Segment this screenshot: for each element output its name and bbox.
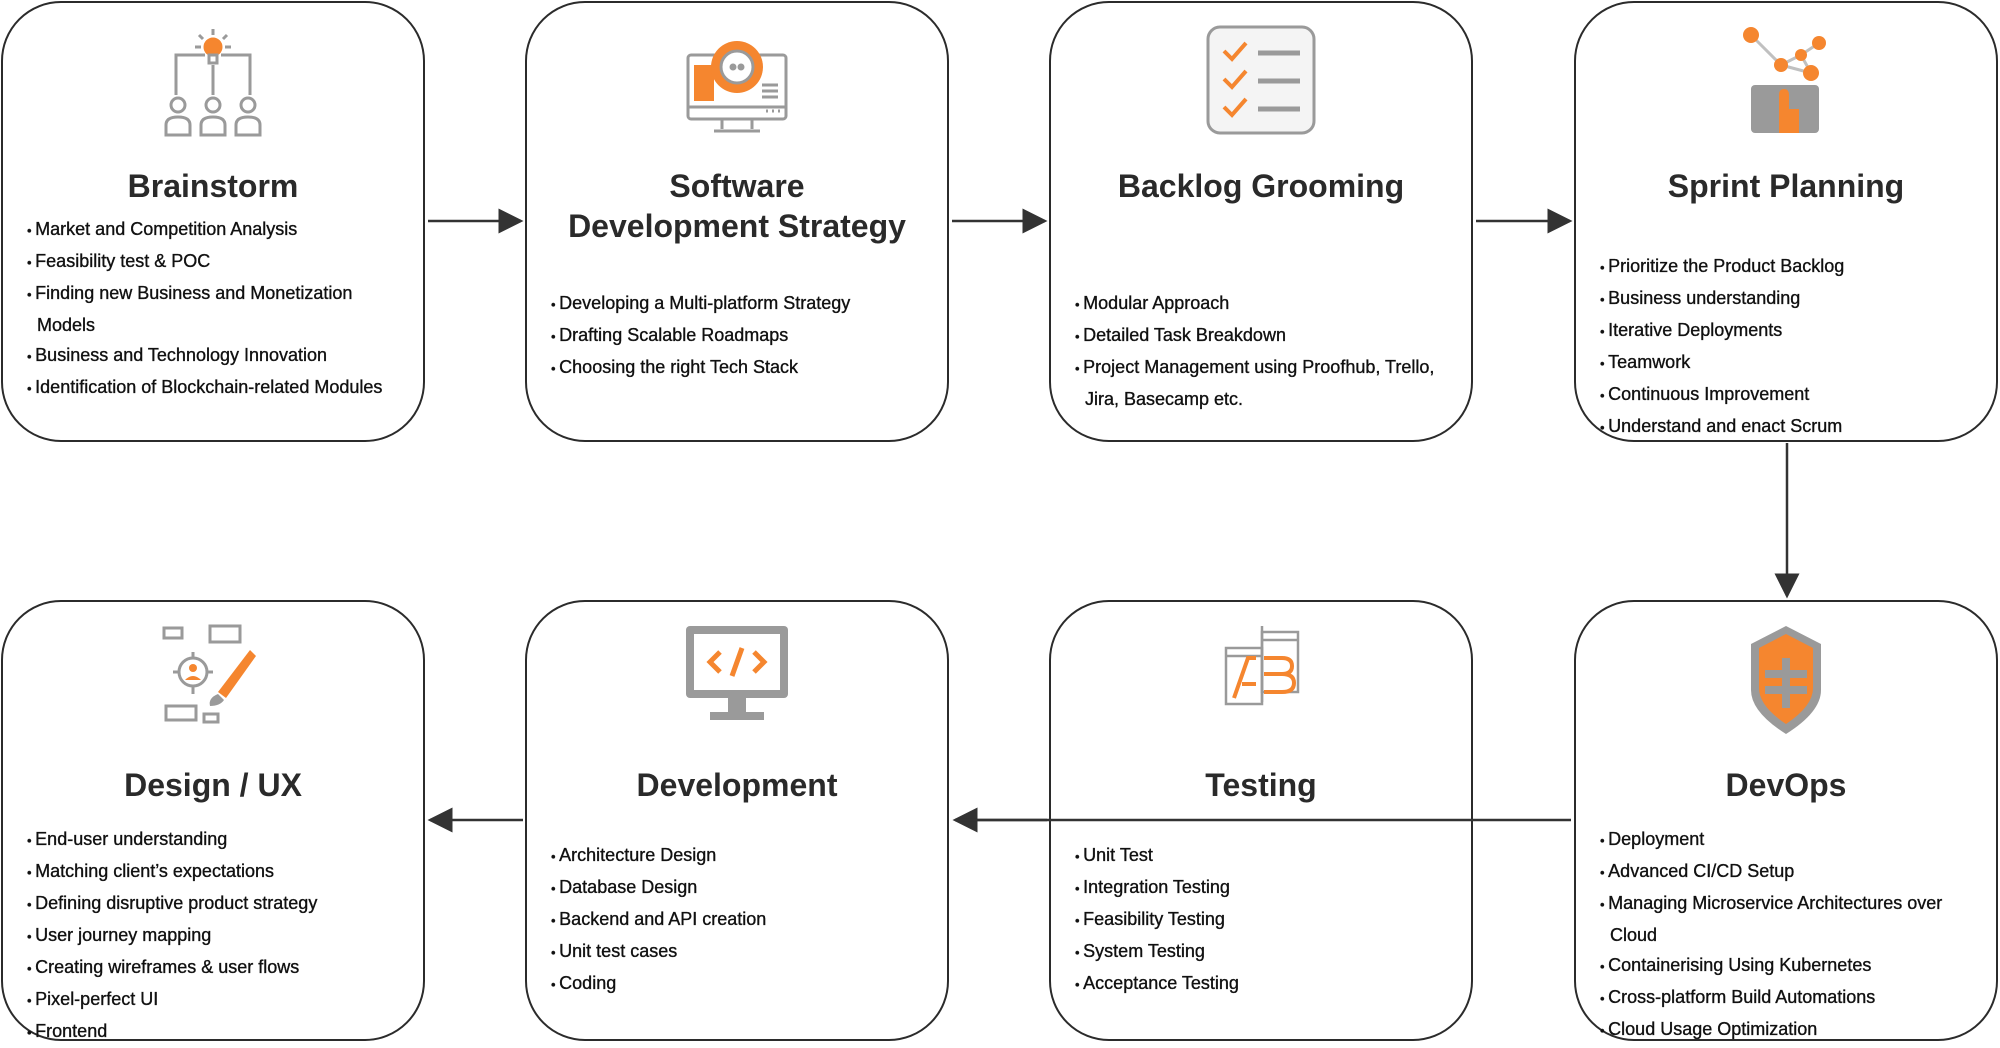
monitor-gear-icon: [686, 41, 788, 133]
list-item: Containerising Using Kubernetes: [1600, 950, 1986, 982]
list-item: Market and Competition Analysis: [27, 214, 413, 246]
list-item: Matching client’s expectations: [27, 856, 413, 888]
shield-icon: [1751, 626, 1821, 734]
step-items: Unit Test Integration Testing Feasibilit…: [1075, 840, 1461, 1000]
list-item: Creating wireframes & user flows: [27, 952, 413, 984]
step-items: Developing a Multi-platform Strategy Dra…: [551, 288, 937, 384]
step-title: Software Development Strategy: [568, 168, 906, 244]
ab-testing-icon: [1224, 626, 1300, 706]
list-item: Pixel-perfect UI: [27, 984, 413, 1016]
step-items: End-user understanding Matching client’s…: [27, 824, 413, 1048]
step-brainstorm: Brainstorm Market and Competition Analys…: [1, 1, 425, 442]
list-item: Database Design: [551, 872, 937, 904]
list-item: Teamwork: [1600, 347, 1986, 379]
step-items: Market and Competition Analysis Feasibil…: [27, 214, 413, 404]
list-item: Unit Test: [1075, 840, 1461, 872]
list-item: Drafting Scalable Roadmaps: [551, 320, 937, 352]
list-item: Acceptance Testing: [1075, 968, 1461, 1000]
list-item: Choosing the right Tech Stack: [551, 352, 937, 384]
list-item: Defining disruptive product strategy: [27, 888, 413, 920]
step-backlog-grooming: Backlog Grooming Modular Approach Detail…: [1049, 1, 1473, 442]
list-item: Project Management using Proofhub, Trell…: [1075, 352, 1461, 414]
list-item: Frontend: [27, 1016, 413, 1048]
list-item: Prioritize the Product Backlog: [1600, 251, 1986, 283]
list-item: Backend and API creation: [551, 904, 937, 936]
brainstorm-team-lightbulb-icon: [164, 29, 262, 137]
list-item: Advanced CI/CD Setup: [1600, 856, 1986, 888]
step-title: Development: [636, 767, 838, 803]
list-item: Managing Microservice Architectures over…: [1600, 888, 1986, 950]
step-title: Backlog Grooming: [1117, 168, 1405, 204]
step-items: Modular Approach Detailed Task Breakdown…: [1075, 288, 1461, 414]
list-item: Business understanding: [1600, 283, 1986, 315]
list-item: Integration Testing: [1075, 872, 1461, 904]
list-item: Cross-platform Build Automations: [1600, 982, 1986, 1014]
list-item: Developing a Multi-platform Strategy: [551, 288, 937, 320]
step-devops: DevOps Deployment Advanced CI/CD Setup M…: [1574, 600, 1998, 1041]
list-item: Iterative Deployments: [1600, 315, 1986, 347]
list-item: Coding: [551, 968, 937, 1000]
list-item: Feasibility test & POC: [27, 246, 413, 278]
step-development: Development Architecture Design Database…: [525, 600, 949, 1041]
list-item: Detailed Task Breakdown: [1075, 320, 1461, 352]
list-item: Business and Technology Innovation: [27, 340, 413, 372]
list-item: Modular Approach: [1075, 288, 1461, 320]
list-item: Understand and enact Scrum: [1600, 411, 1986, 443]
list-item: Architecture Design: [551, 840, 937, 872]
monitor-code-icon: [686, 626, 788, 720]
list-item: Deployment: [1600, 824, 1986, 856]
step-items: Prioritize the Product Backlog Business …: [1600, 251, 1986, 443]
step-sprint-planning: Sprint Planning Prioritize the Product B…: [1574, 1, 1998, 442]
list-item: Continuous Improvement: [1600, 379, 1986, 411]
step-title: Design / UX: [124, 767, 302, 803]
list-item: Identification of Blockchain-related Mod…: [27, 372, 413, 404]
list-item: System Testing: [1075, 936, 1461, 968]
checklist-icon: [1206, 25, 1316, 135]
step-design-ux: Design / UX End-user understanding Match…: [1, 600, 425, 1041]
step-title: Brainstorm: [127, 168, 299, 204]
step-title: DevOps: [1725, 767, 1847, 803]
list-item: User journey mapping: [27, 920, 413, 952]
list-item: Finding new Business and Monetization Mo…: [27, 278, 413, 340]
step-items: Deployment Advanced CI/CD Setup Managing…: [1600, 824, 1986, 1046]
list-item: End-user understanding: [27, 824, 413, 856]
step-title: Sprint Planning: [1667, 168, 1905, 204]
design-ux-icon: [162, 624, 256, 724]
step-software-development-strategy: Software Development Strategy Developing…: [525, 1, 949, 442]
step-items: Architecture Design Database Design Back…: [551, 840, 937, 1000]
tablet-network-touch-icon: [1743, 27, 1826, 133]
list-item: Unit test cases: [551, 936, 937, 968]
list-item: Cloud Usage Optimization: [1600, 1014, 1986, 1046]
list-item: Feasibility Testing: [1075, 904, 1461, 936]
step-title: Testing: [1205, 767, 1317, 803]
